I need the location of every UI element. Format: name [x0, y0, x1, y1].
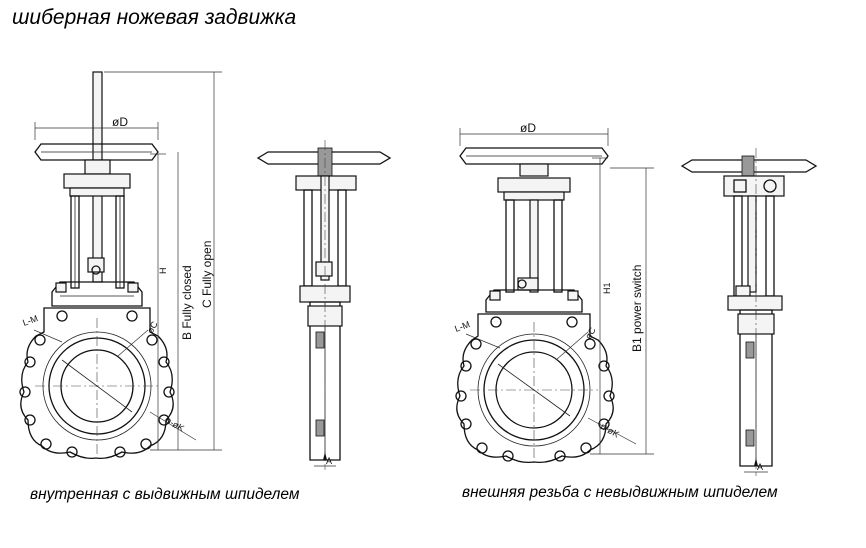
left-side-body [309, 301, 341, 461]
left-side-dim-a: A [326, 456, 332, 466]
right-yoke-top [497, 177, 571, 193]
left-side-handwheel [256, 151, 392, 165]
left-dim-d: øD [112, 115, 128, 129]
right-dim-d: øD [520, 121, 536, 135]
left-dim-c: C Fully open [200, 241, 214, 308]
right-dim-b1: B1 power switch [630, 265, 644, 352]
right-front-view: øD H1 B1 power switch L-M øC n-øK [453, 121, 654, 464]
caption-left: внутренная с выдвижным шпиделем [30, 486, 300, 503]
left-dim-b: B Fully closed [180, 265, 194, 340]
page-title: шиберная ножевая задвижка [12, 6, 297, 29]
left-front-view: øD H B Fully closed C Fully open L-M øC … [19, 71, 222, 460]
left-side-view: A [256, 140, 392, 470]
left-handwheel [34, 143, 159, 161]
right-dim-nk: n-øK [599, 421, 621, 439]
left-dim-lm: L-M [21, 313, 39, 328]
right-handwheel [459, 147, 609, 165]
right-side-body [739, 309, 773, 467]
right-side-handwheel [680, 159, 818, 173]
left-dim-h: H [158, 268, 168, 275]
left-dim-nk: n-øK [164, 415, 186, 433]
right-side-dim-a: A [757, 462, 763, 472]
left-yoke-top [63, 173, 131, 189]
caption-right: внешняя резьба с невыдвижным шпиделем [462, 484, 778, 501]
right-dim-lm: L-M [453, 319, 471, 334]
right-dim-h1: H1 [602, 282, 612, 294]
right-side-view: A [680, 148, 818, 476]
